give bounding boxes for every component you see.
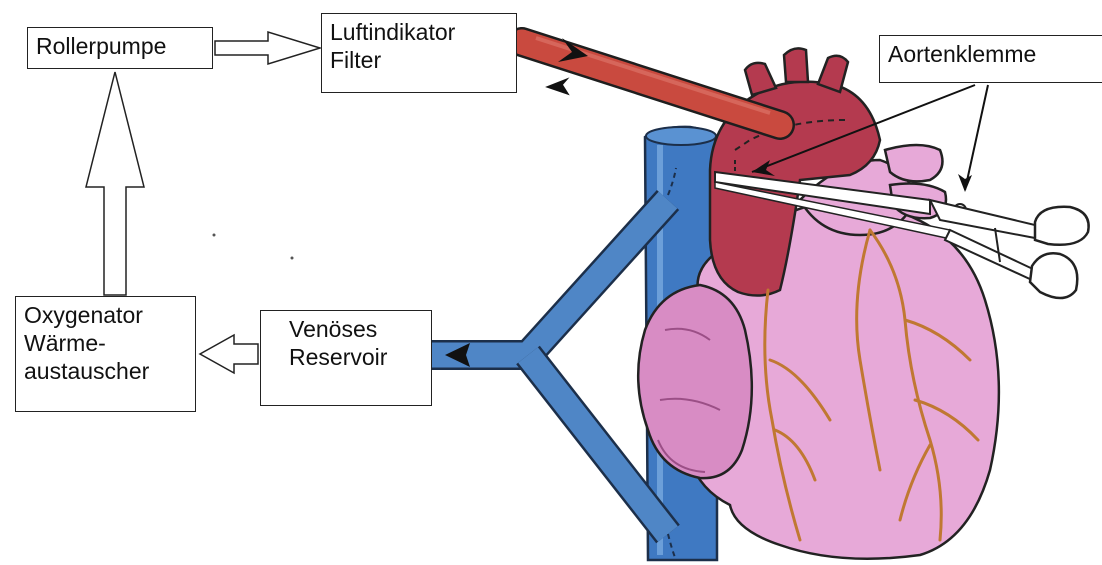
arrow-pump-to-filter <box>215 32 320 64</box>
arterial-flow-arrowhead-2 <box>545 77 571 97</box>
arrow-reservoir-to-oxygenator <box>200 335 258 373</box>
air-filter-label-line1: Luftindikator <box>330 18 508 46</box>
clamp-handle-ring-1 <box>1035 207 1089 245</box>
venous-reservoir-box: Venöses Reservoir <box>260 310 432 406</box>
oxygenator-label-line3: austauscher <box>24 357 187 385</box>
venous-reservoir-label-line2: Reservoir <box>269 343 423 371</box>
venous-reservoir-label-line1: Venöses <box>269 315 423 343</box>
roller-pump-box: Rollerpumpe <box>27 27 213 69</box>
oxygenator-box: Oxygenator Wärme- austauscher <box>15 296 196 412</box>
clamp-handle-ring-2 <box>1030 253 1077 298</box>
roller-pump-label: Rollerpumpe <box>36 32 204 60</box>
arterial-tube <box>522 38 780 125</box>
arrow-oxygenator-to-pump <box>86 72 144 295</box>
air-filter-box: Luftindikator Filter <box>321 13 517 93</box>
oxygenator-label-line1: Oxygenator <box>24 301 187 329</box>
right-atrium <box>638 285 752 478</box>
aortic-clamp-box: Aortenklemme <box>879 35 1102 83</box>
aortic-clamp-label: Aortenklemme <box>888 40 1096 68</box>
oxygenator-label-line2: Wärme- <box>24 329 187 357</box>
air-filter-label-line2: Filter <box>330 46 508 74</box>
